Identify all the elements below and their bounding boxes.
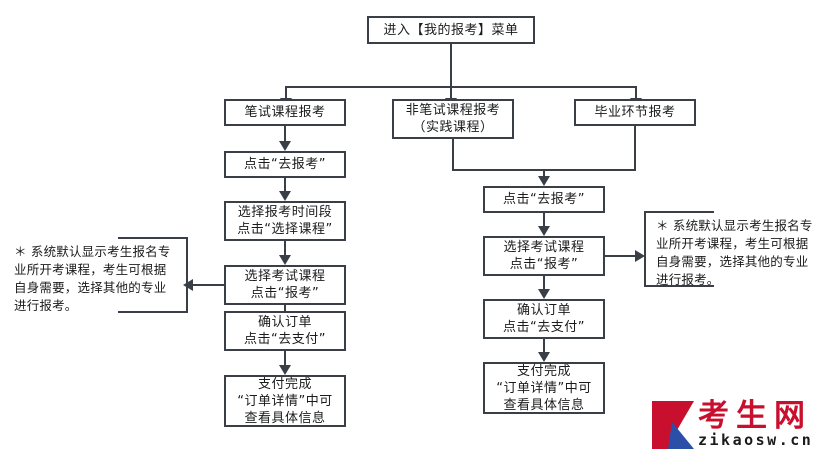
watermark-logo: 考生网 zikaosw.cn (650, 400, 813, 450)
node-branch-written-exam: 笔试课程报考 (224, 99, 346, 126)
connector-to-branch-nonwritten (450, 86, 452, 100)
node-enter-my-registration-menu: 进入【我的报考】菜单 (367, 16, 535, 44)
arrowhead-right-step-1 (538, 176, 550, 186)
node-branch-nonwritten-exam: 非笔试课程报考 （实践课程） (392, 99, 514, 139)
connector-left-step-2-to-3 (284, 241, 286, 257)
node-left-step-1-click-go-register: 点击“去报考” (224, 151, 346, 178)
connector-written-to-left-step-1 (284, 126, 286, 143)
arrowhead-right-step-3 (538, 289, 550, 299)
node-right-step-3-confirm-order: 确认订单 点击“去支付” (483, 299, 605, 339)
connector-to-branch-graduation (635, 86, 637, 100)
arrowhead-right-note (635, 250, 645, 262)
node-left-step-3-select-course: 选择考试课程 点击“报考” (224, 265, 346, 305)
connector-left-step-4-to-5 (284, 351, 286, 367)
arrowhead-right-step-2 (538, 226, 550, 236)
connector-right-step-1-to-2 (543, 213, 545, 228)
logo-brand-cn: 考生网 (698, 398, 812, 434)
node-right-step-2-select-course: 选择考试课程 点击“报考” (483, 236, 605, 276)
connector-branch-bus (285, 86, 635, 88)
arrowhead-left-step-5 (279, 365, 291, 375)
arrowhead-left-note (183, 279, 193, 291)
logo-mark-icon (650, 400, 696, 450)
node-left-step-4-confirm-order: 确认订单 点击“去支付” (224, 311, 346, 351)
logo-text-block: 考生网 zikaosw.cn (698, 400, 813, 448)
connector-left-step-3-to-note (185, 284, 224, 286)
connector-graduation-down (634, 126, 636, 171)
connector-right-step-2-to-3 (543, 276, 545, 291)
annotation-right-default-major-courses: ＊ 系统默认显示考生报名专业所开考课程，考生可根据自身需要，选择其他的专业进行报… (644, 211, 827, 287)
node-right-step-1-click-go-register: 点击“去报考” (483, 186, 605, 213)
connector-right-step-3-to-4 (543, 339, 545, 354)
logo-brand-en: zikaosw.cn (698, 431, 814, 449)
connector-left-step-1-to-2 (284, 178, 286, 193)
connector-nonwritten-down (452, 139, 454, 171)
arrowhead-left-step-1 (279, 141, 291, 151)
arrowhead-left-step-2 (279, 191, 291, 201)
node-right-step-4-payment-complete: 支付完成 “订单详情”中可 查看具体信息 (483, 362, 605, 414)
annotation-left-default-major-courses: ＊ 系统默认显示考生报名专业所开考课程，考生可根据自身需要，选择其他的专业进行报… (8, 237, 188, 313)
arrowhead-right-step-4 (538, 352, 550, 362)
node-left-step-5-payment-complete: 支付完成 “订单详情”中可 查看具体信息 (224, 375, 346, 427)
connector-to-branch-written (285, 86, 287, 100)
connector-right-step-2-to-note (605, 255, 637, 257)
connector-root-stem (450, 44, 452, 86)
node-left-step-2-select-period: 选择报考时间段 点击“选择课程” (224, 201, 346, 241)
connector-merge-to-right-step-1 (543, 169, 545, 178)
arrowhead-left-step-3 (279, 255, 291, 265)
node-branch-graduation: 毕业环节报考 (574, 99, 696, 126)
